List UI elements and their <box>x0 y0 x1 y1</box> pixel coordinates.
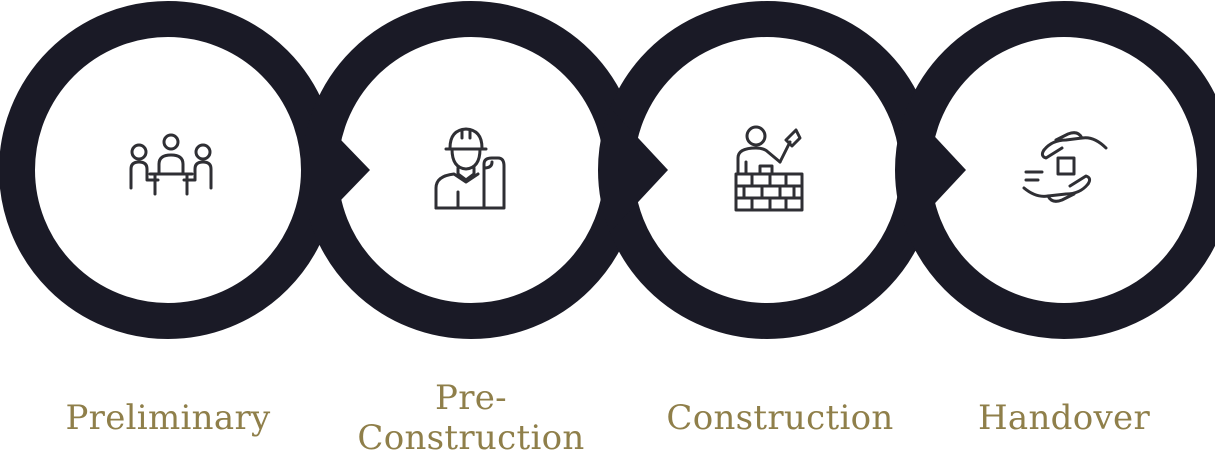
bricklayer-icon <box>734 124 804 212</box>
step-label-preliminary: Preliminary <box>65 398 271 438</box>
step-label-pre-construction-line-2: Construction <box>357 418 585 458</box>
step-label-handover: Handover <box>977 398 1151 438</box>
construction-worker-icon <box>432 124 508 210</box>
hand-over-icon <box>1022 128 1108 206</box>
team-meeting-icon <box>128 132 214 202</box>
step-label-pre-construction: Pre- Construction <box>351 378 591 458</box>
connector-arrow-1 <box>312 110 370 230</box>
connector-arrow-3 <box>910 110 966 230</box>
step-label-construction: Construction <box>666 398 894 438</box>
connector-arrow-2 <box>612 110 668 230</box>
step-label-pre-construction-line-1: Pre- <box>435 378 507 418</box>
process-rings <box>0 1 1215 339</box>
